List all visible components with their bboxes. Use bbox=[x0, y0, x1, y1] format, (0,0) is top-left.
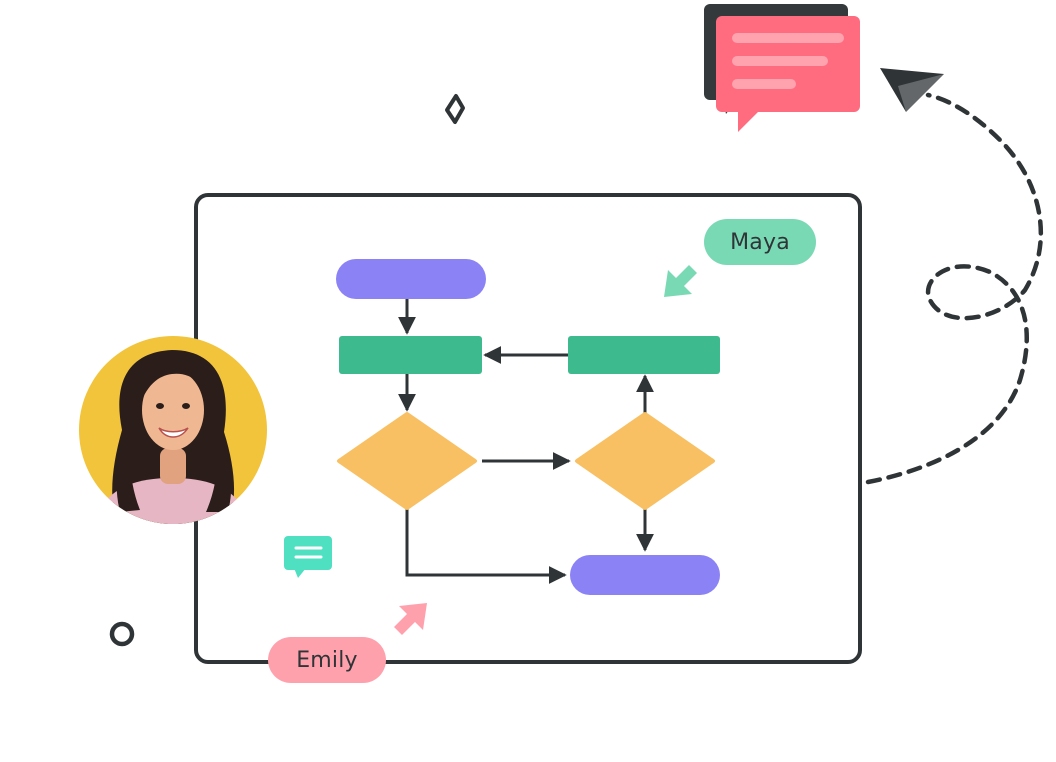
collaborator-name-maya: Maya bbox=[730, 229, 790, 255]
flow-decision-right bbox=[575, 412, 715, 510]
ring-icon bbox=[109, 621, 135, 647]
paper-plane-icon bbox=[880, 68, 944, 112]
chat-bubble-icon bbox=[704, 4, 860, 132]
flow-connectors bbox=[398, 298, 654, 584]
collaborator-name-emily: Emily bbox=[296, 647, 358, 673]
comment-icon bbox=[284, 536, 332, 578]
whiteboard-frame bbox=[194, 193, 862, 664]
flow-terminal-end bbox=[570, 555, 720, 595]
flow-decision-left bbox=[337, 412, 477, 510]
dashed-flight-path bbox=[865, 92, 1044, 485]
flow-process-right bbox=[568, 336, 720, 374]
flow-process-left bbox=[339, 336, 482, 374]
collaborator-label-maya: Maya bbox=[704, 219, 816, 265]
maya-cursor-arrow-icon bbox=[664, 265, 697, 297]
avatar bbox=[79, 336, 267, 524]
emily-cursor-arrow-icon bbox=[394, 603, 427, 635]
sparkle-icon bbox=[445, 94, 465, 124]
flow-terminal-start bbox=[336, 259, 486, 299]
connector-decision-to-end bbox=[405, 508, 567, 584]
collaborator-label-emily: Emily bbox=[268, 637, 386, 683]
